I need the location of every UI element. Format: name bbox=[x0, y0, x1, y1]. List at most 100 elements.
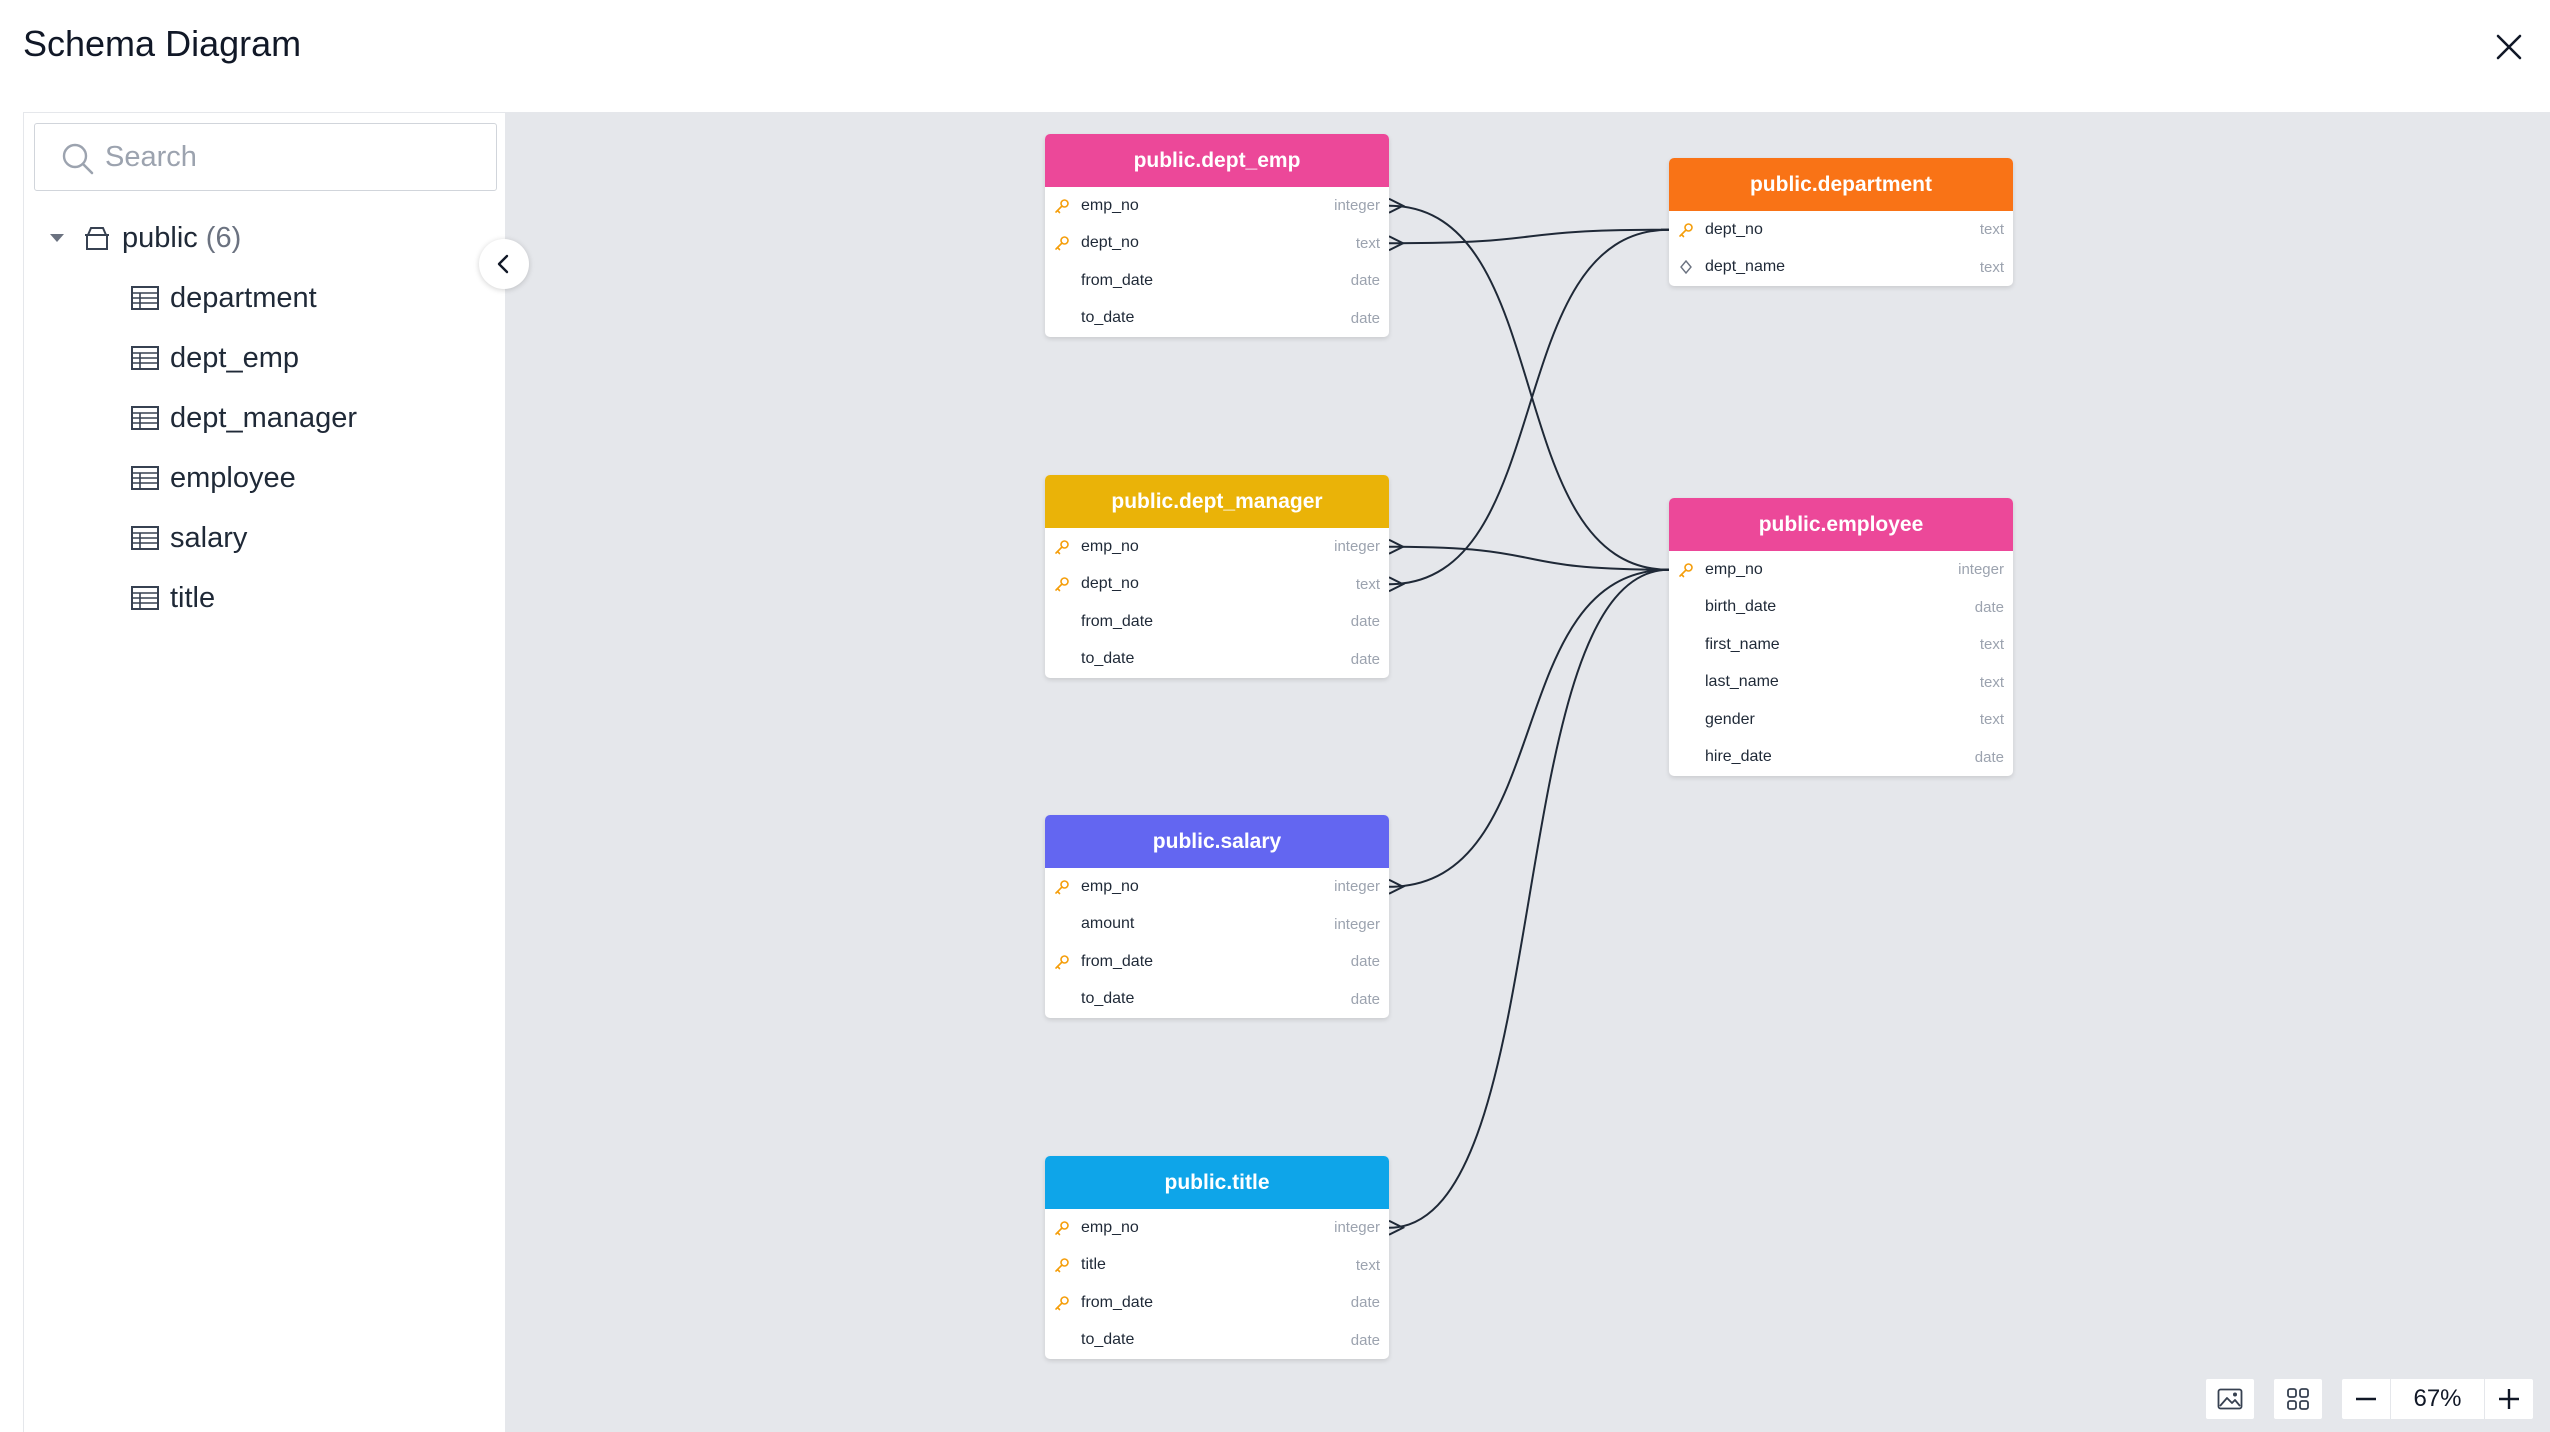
column-type: date bbox=[1350, 1331, 1380, 1349]
export-image-button[interactable] bbox=[2205, 1378, 2255, 1420]
table-node-header: public.dept_emp bbox=[1045, 134, 1389, 187]
search-input[interactable] bbox=[105, 124, 485, 190]
table-icon bbox=[131, 406, 159, 430]
column-name: title bbox=[1081, 1256, 1106, 1274]
table-node-header: public.title bbox=[1045, 1156, 1389, 1209]
key-icon bbox=[1679, 562, 1693, 578]
blank-icon bbox=[1053, 309, 1071, 327]
column-row[interactable]: dept_no text bbox=[1669, 211, 2013, 249]
key-icon bbox=[1055, 198, 1069, 214]
table-icon bbox=[131, 586, 159, 610]
crows-foot-marker bbox=[1388, 235, 1406, 252]
column-name: emp_no bbox=[1081, 1218, 1139, 1236]
key-icon bbox=[1055, 954, 1069, 970]
column-row[interactable]: amount integer bbox=[1045, 906, 1389, 944]
relation-edge bbox=[1388, 228, 1670, 586]
key-icon bbox=[1055, 539, 1069, 555]
column-row[interactable]: to_date date bbox=[1045, 1322, 1389, 1360]
column-type: date bbox=[1350, 650, 1380, 668]
column-name: from_date bbox=[1081, 952, 1154, 970]
column-type: date bbox=[1350, 990, 1380, 1008]
column-name: amount bbox=[1081, 915, 1135, 933]
column-type: text bbox=[1355, 234, 1380, 252]
column-type: text bbox=[1979, 221, 2004, 239]
tree-schema-public[interactable]: public (6) bbox=[46, 213, 241, 263]
sidebar: public (6) department dept_emp dept_mana… bbox=[23, 112, 505, 1432]
column-type: text bbox=[1979, 258, 2004, 276]
tree-item-salary[interactable]: salary bbox=[130, 513, 247, 563]
column-name: from_date bbox=[1081, 1293, 1154, 1311]
blank-icon bbox=[1053, 915, 1071, 933]
key-icon bbox=[1679, 222, 1693, 238]
caret-down-icon[interactable] bbox=[46, 227, 68, 249]
column-name: dept_no bbox=[1081, 575, 1139, 593]
table-icon bbox=[131, 286, 159, 310]
column-row[interactable]: to_date date bbox=[1045, 981, 1389, 1019]
column-row[interactable]: emp_no integer bbox=[1045, 1209, 1389, 1247]
column-type: date bbox=[1350, 309, 1380, 327]
relation-edges bbox=[1388, 197, 1670, 1236]
column-name: to_date bbox=[1081, 1331, 1135, 1349]
tree-item-department[interactable]: department bbox=[130, 273, 317, 323]
blank-icon bbox=[1677, 636, 1695, 654]
tree-item-label: department bbox=[170, 281, 317, 314]
column-type: integer bbox=[1334, 878, 1380, 896]
column-name: dept_no bbox=[1705, 220, 1763, 238]
auto-layout-button[interactable] bbox=[2273, 1378, 2323, 1420]
key-icon bbox=[1055, 577, 1069, 592]
tree-item-label: salary bbox=[170, 521, 248, 554]
close-button[interactable] bbox=[2484, 22, 2534, 72]
tree-item-dept-manager[interactable]: dept_manager bbox=[130, 393, 357, 443]
zoom-control: 67% bbox=[2341, 1378, 2534, 1420]
tree-item-employee[interactable]: employee bbox=[130, 453, 296, 503]
tree-item-dept-emp[interactable]: dept_emp bbox=[130, 333, 299, 383]
zoom-in-button[interactable] bbox=[2485, 1379, 2533, 1419]
column-name: from_date bbox=[1081, 271, 1154, 289]
collapse-sidebar-button[interactable] bbox=[479, 239, 529, 289]
key-icon bbox=[1055, 879, 1069, 895]
column-name: to_date bbox=[1081, 990, 1135, 1008]
blank-icon bbox=[1677, 598, 1695, 616]
relation-edge bbox=[1388, 568, 1670, 1229]
column-type: date bbox=[1974, 748, 2004, 766]
minus-icon bbox=[2356, 1397, 2376, 1401]
blank-icon bbox=[1053, 1331, 1071, 1349]
crows-foot-marker bbox=[1388, 538, 1406, 555]
dialog-header: Schema Diagram bbox=[0, 0, 2550, 112]
table-node-header: public.salary bbox=[1045, 815, 1389, 868]
table-node-header: public.dept_manager bbox=[1045, 475, 1389, 528]
column-type: integer bbox=[1334, 1219, 1380, 1237]
zoom-out-button[interactable] bbox=[2342, 1379, 2390, 1419]
key-icon bbox=[1055, 1220, 1069, 1236]
column-type: integer bbox=[1334, 915, 1380, 933]
tree-item-title[interactable]: title bbox=[130, 573, 215, 623]
column-type: integer bbox=[1958, 561, 2004, 579]
column-type: text bbox=[1979, 636, 2004, 654]
